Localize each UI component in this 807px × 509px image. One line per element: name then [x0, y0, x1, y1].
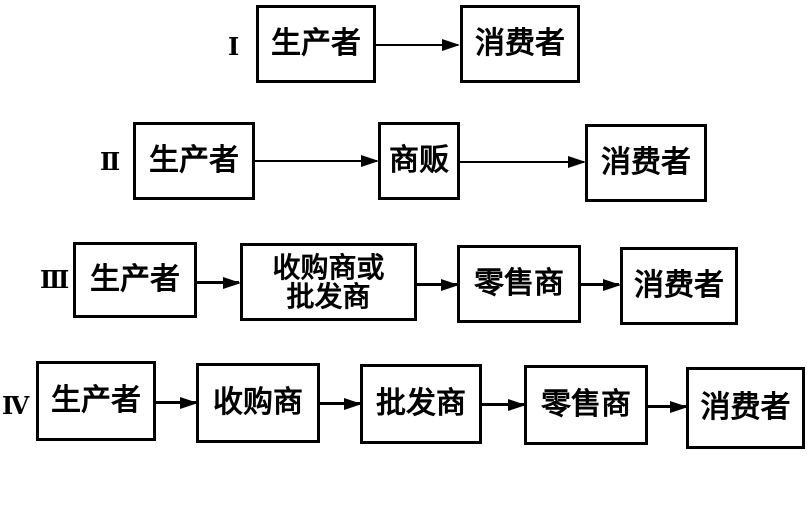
node-consumer: 消费者: [686, 367, 805, 449]
node-producer: 生产者: [36, 361, 156, 441]
node-consumer: 消费者: [460, 5, 580, 83]
node-retailer: 零售商: [457, 245, 581, 323]
node-consumer: 消费者: [620, 247, 738, 325]
arrow: [376, 39, 460, 51]
arrow: [320, 398, 362, 410]
node-purchaser-or-wholesaler: 收购商或 批发商: [240, 243, 417, 321]
arrow: [417, 279, 459, 291]
node-consumer: 消费者: [585, 124, 707, 202]
node-retailer: 零售商: [524, 365, 648, 445]
node-producer: 生产者: [133, 122, 255, 200]
arrow: [581, 279, 621, 291]
node-wholesaler: 批发商: [360, 364, 482, 444]
node-producer: 生产者: [256, 5, 376, 83]
row-label: Ⅳ: [2, 391, 30, 420]
arrow: [648, 401, 688, 413]
row-label: Ⅲ: [40, 265, 70, 294]
node-purchaser: 收购商: [196, 363, 320, 443]
arrow: [255, 155, 379, 167]
arrow: [482, 399, 526, 411]
node-producer: 生产者: [73, 242, 197, 318]
row-label: Ⅰ: [228, 32, 240, 61]
arrow: [460, 156, 586, 168]
arrow: [197, 277, 241, 289]
node-trader: 商贩: [378, 122, 460, 200]
arrow: [156, 397, 198, 409]
row-label: Ⅱ: [100, 147, 121, 176]
